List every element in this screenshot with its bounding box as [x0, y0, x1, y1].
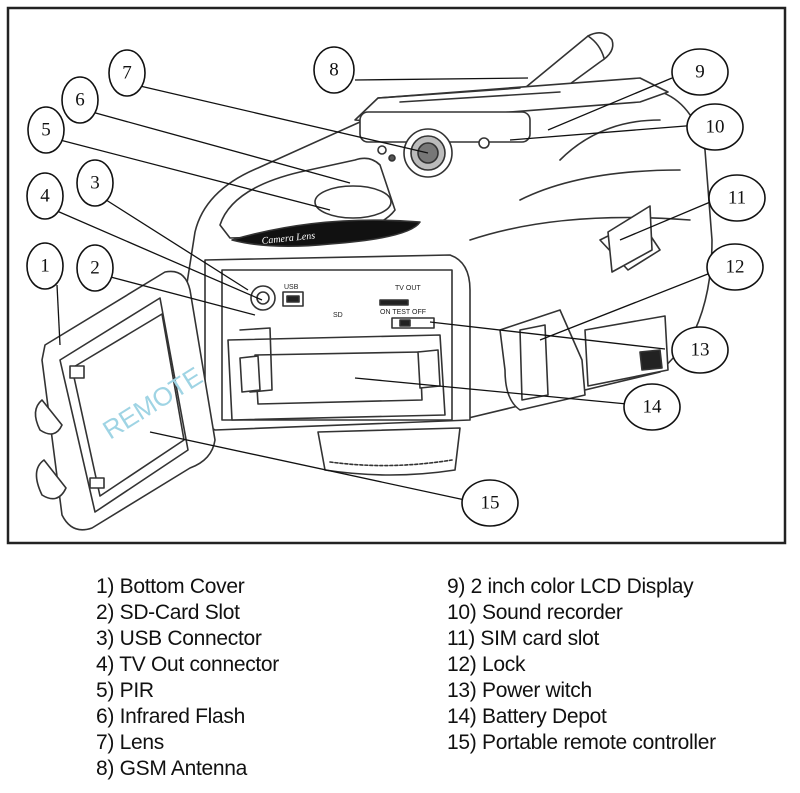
- legend-item-battery-depot: 14) Battery Depot: [447, 705, 607, 728]
- callout-13: 13: [691, 340, 710, 361]
- callout-4: 4: [40, 186, 50, 207]
- legend-item-usb-connector: 3) USB Connector: [96, 627, 262, 650]
- legend-item-pir: 5) PIR: [96, 679, 154, 702]
- usb-port-label: USB: [284, 284, 299, 291]
- tv-out-label: TV OUT: [395, 285, 421, 292]
- callout-6: 6: [75, 90, 85, 111]
- callout-2: 2: [90, 258, 100, 279]
- callout-15: 15: [481, 493, 500, 514]
- sd-slot-label: SD: [333, 312, 343, 319]
- legend-item-sd-card-slot: 2) SD-Card Slot: [96, 601, 240, 624]
- sd-card-slot: [379, 299, 409, 306]
- callout-5: 5: [41, 120, 51, 141]
- legend-item-tv-out: 4) TV Out connector: [96, 653, 280, 676]
- legend-item-lcd-display: 9) 2 inch color LCD Display: [447, 575, 694, 598]
- switch-label: ON TEST OFF: [380, 309, 426, 316]
- callout-12: 12: [726, 257, 745, 278]
- bottom-grip: [317, 427, 461, 476]
- legend-item-bottom-cover: 1) Bottom Cover: [96, 575, 245, 598]
- sim-slot: [607, 205, 653, 273]
- camera-diagram: REMOTE Camera Lens USB SD TV OUT ON TEST…: [6, 6, 787, 545]
- gsm-antenna: [519, 32, 614, 101]
- brand-strip: [231, 219, 421, 248]
- legend-item-gsm-antenna: 8) GSM Antenna: [96, 757, 248, 780]
- legend-item-power-switch: 13) Power witch: [447, 679, 592, 702]
- legend-item-sound-recorder: 10) Sound recorder: [447, 601, 623, 624]
- legend-item-remote-controller: 15) Portable remote controller: [447, 731, 716, 754]
- legend-item-lock: 12) Lock: [447, 653, 526, 676]
- callout-9: 9: [695, 62, 705, 83]
- callout-14: 14: [643, 397, 663, 418]
- callout-11: 11: [728, 188, 746, 209]
- pir-window: [314, 185, 392, 219]
- callout-3: 3: [90, 173, 100, 194]
- callout-1: 1: [40, 256, 50, 277]
- callout-7: 7: [122, 63, 132, 84]
- callout-8: 8: [329, 60, 339, 81]
- legend-item-lens: 7) Lens: [96, 731, 164, 754]
- callout-10: 10: [706, 117, 725, 138]
- legend-item-infrared-flash: 6) Infrared Flash: [96, 705, 245, 728]
- power-switch: [391, 317, 435, 329]
- parts-legend: 1) Bottom Cover 2) SD-Card Slot 3) USB C…: [0, 565, 800, 785]
- legend-item-sim-card-slot: 11) SIM card slot: [447, 627, 600, 650]
